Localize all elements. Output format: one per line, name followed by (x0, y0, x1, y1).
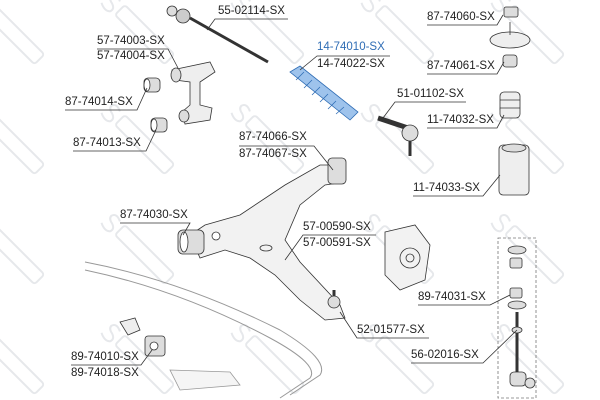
watermark-logo (100, 0, 175, 65)
watermark-logo (100, 214, 175, 285)
label-51-01102[interactable]: 51-01102-SX (397, 88, 464, 100)
bushing-87-74014 (143, 77, 161, 93)
leader-lines (65, 14, 518, 366)
label-14-74010-highlighted[interactable]: 14-74010-SX (317, 41, 385, 53)
label-57-00590[interactable]: 57-00590-SX (303, 221, 371, 233)
lower-arm-part (177, 157, 347, 321)
watermark-logo (100, 104, 175, 175)
bushing-87-74013 (150, 117, 168, 133)
label-87-74014[interactable]: 87-74014-SX (65, 96, 133, 108)
label-57-74004[interactable]: 57-74004-SX (97, 50, 165, 62)
label-87-74061[interactable]: 87-74061-SX (427, 60, 495, 72)
label-14-74022[interactable]: 14-74022-SX (317, 58, 385, 70)
label-52-01577[interactable]: 52-01577-SX (357, 324, 425, 336)
label-11-74033[interactable]: 11-74033-SX (413, 182, 480, 194)
watermark-logo (360, 324, 435, 395)
dust-boot-part (498, 143, 530, 196)
label-87-74030[interactable]: 87-74030-SX (120, 209, 188, 221)
watermark-logo (360, 0, 435, 65)
top-mount-part (489, 6, 531, 68)
watermark-logo (100, 324, 175, 395)
steering-boot-part (289, 65, 359, 121)
upper-arm-part (170, 61, 216, 125)
label-87-74066[interactable]: 87-74066-SX (239, 131, 307, 143)
watermark-logo (230, 0, 305, 65)
watermark-logo (0, 5, 45, 65)
bump-stop-part (499, 91, 521, 119)
label-89-74031[interactable]: 89-74031-SX (418, 291, 486, 303)
tie-rod-end-part (377, 115, 419, 156)
label-57-74003[interactable]: 57-74003-SX (97, 35, 165, 47)
label-11-74032[interactable]: 11-74032-SX (427, 114, 494, 126)
label-87-74013[interactable]: 87-74013-SX (73, 137, 141, 149)
label-89-74018[interactable]: 89-74018-SX (71, 367, 139, 379)
watermark-logo (0, 115, 45, 175)
stabilizer-link-part (497, 237, 537, 399)
steering-knuckle-part (384, 224, 431, 291)
stabilizer-bar-part (84, 261, 322, 399)
watermark-logo (0, 225, 45, 285)
watermark-logo (0, 335, 45, 395)
watermark-logo (230, 104, 305, 175)
tie-rod-part (166, 5, 269, 64)
label-57-00591[interactable]: 57-00591-SX (303, 237, 371, 249)
label-89-74010[interactable]: 89-74010-SX (71, 351, 139, 363)
label-87-74060[interactable]: 87-74060-SX (427, 11, 495, 23)
label-87-74067[interactable]: 87-74067-SX (239, 148, 307, 160)
watermark-logo (490, 324, 565, 395)
stabilizer-bushing-part (119, 317, 166, 357)
label-55-02114[interactable]: 55-02114-SX (218, 5, 285, 17)
watermark-logo (490, 214, 565, 285)
label-56-02016[interactable]: 56-02016-SX (411, 349, 479, 361)
